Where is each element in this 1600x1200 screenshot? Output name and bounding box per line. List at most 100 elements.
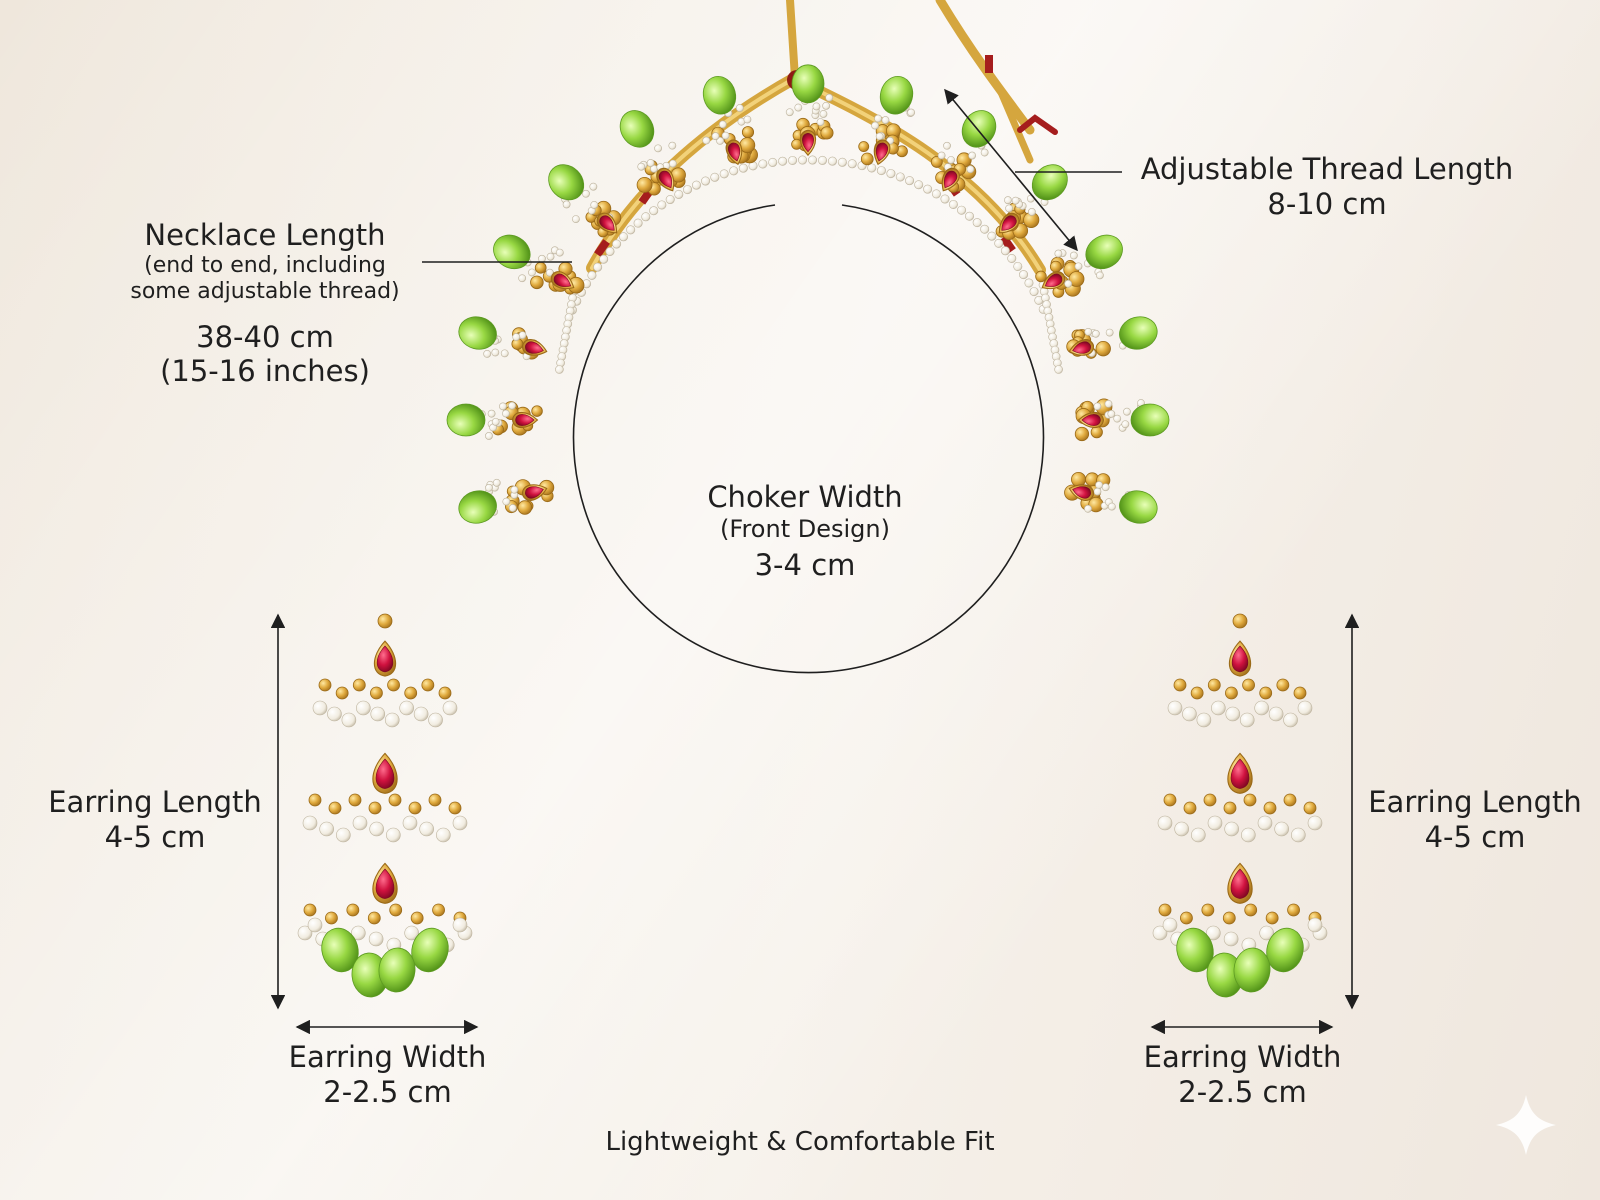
pearl-bead: [669, 142, 676, 149]
gold-filigree: [422, 679, 434, 691]
pearl-bead: [1291, 828, 1305, 842]
pearl-bead: [908, 109, 915, 116]
gold-filigree: [1164, 794, 1176, 806]
pearl-bead: [965, 212, 973, 220]
pearl-bead: [711, 173, 719, 181]
pearl-bead: [1175, 822, 1189, 836]
pearl-bead: [320, 822, 334, 836]
pearl-bead: [528, 269, 535, 276]
pearl-bead: [1106, 329, 1113, 336]
gold-filigree: [347, 904, 359, 916]
gold-filigree: [821, 127, 833, 139]
gold-filigree: [1294, 687, 1306, 699]
pearl-bead: [1004, 197, 1011, 204]
pearl-bead: [798, 156, 806, 164]
pearl-bead: [720, 170, 728, 178]
gold-filigree: [1233, 614, 1247, 628]
peridot-bead: [614, 104, 661, 153]
pearl-bead: [403, 816, 417, 830]
earring-width-label-left: Earring Width 2-2.5 cm: [270, 1040, 505, 1110]
gold-filigree: [429, 794, 441, 806]
pearl-bead: [650, 207, 658, 215]
pearl-bead: [1012, 197, 1019, 204]
pearl-bead: [1182, 707, 1196, 721]
pearl-bead: [666, 195, 674, 203]
gold-filigree: [518, 501, 532, 515]
peridot-bead: [455, 487, 500, 528]
pearl-bead: [313, 701, 327, 715]
pearl-bead: [353, 816, 367, 830]
pearl-bead: [493, 479, 500, 486]
ruby-setting: [374, 641, 395, 676]
gold-filigree: [1288, 904, 1300, 916]
pearl-bead: [619, 233, 627, 241]
pearl-bead: [1030, 287, 1038, 295]
pearl-bead: [1211, 701, 1225, 715]
peridot-bead: [1116, 487, 1161, 528]
pearl-bead: [947, 156, 954, 163]
necklace-length-note-1: (end to end, including: [100, 253, 430, 279]
pearl-bead: [828, 157, 836, 165]
earring-length-title-left: Earring Length: [40, 785, 270, 820]
pearl-bead: [563, 201, 570, 208]
peridot-bead: [1080, 229, 1129, 276]
pearl-bead: [1025, 279, 1033, 287]
pearl-bead: [1102, 484, 1109, 491]
gold-filigree: [1284, 794, 1296, 806]
gold-filigree: [1174, 679, 1186, 691]
choker-circle: [574, 205, 1044, 673]
pearl-bead: [1269, 707, 1283, 721]
pearl-bead: [778, 157, 786, 165]
gold-filigree: [1036, 271, 1047, 282]
gold-filigree: [433, 904, 445, 916]
pearl-bead: [590, 183, 597, 190]
peridot-bead: [455, 313, 500, 354]
pearl-bead: [503, 498, 510, 505]
pearl-bead: [1065, 280, 1072, 287]
pearl-bead: [638, 163, 645, 170]
gold-filigree: [378, 614, 392, 628]
pearl-bead: [1094, 403, 1101, 410]
pearl-bead: [995, 239, 1003, 247]
pearl-bead: [1084, 505, 1091, 512]
gold-filigree: [325, 912, 337, 924]
pearl-bead: [943, 142, 950, 149]
gold-filigree: [1191, 687, 1203, 699]
pearl-bead: [502, 410, 509, 417]
pearl-bead: [915, 181, 923, 189]
pearl-bead: [1163, 918, 1177, 932]
pearl-bead: [692, 181, 700, 189]
pearl-bead: [1114, 415, 1121, 422]
pearl-bead: [938, 152, 945, 159]
pearl-bead: [1095, 481, 1102, 488]
ruby-setting: [1228, 753, 1252, 793]
choker-width-title: Choker Width: [660, 480, 950, 515]
necklace-length-label: Necklace Length (end to end, including s…: [100, 218, 430, 389]
pearl-bead: [1019, 270, 1027, 278]
gold-filigree: [370, 687, 382, 699]
ruby-setting: [1228, 863, 1252, 903]
choker-width-label: Choker Width (Front Design) 3-4 cm: [660, 480, 950, 582]
gold-filigree: [1224, 802, 1236, 814]
pearl-bead: [896, 173, 904, 181]
necklace-length-note-2: some adjustable thread): [100, 279, 430, 305]
thread-length-value: 8-10 cm: [1122, 187, 1532, 222]
pearl-bead: [1096, 272, 1103, 279]
pearl-bead: [308, 918, 322, 932]
pearl-bead: [882, 116, 889, 123]
pearl-bead: [591, 201, 598, 208]
pearl-bead: [1108, 410, 1115, 417]
gold-filigree: [861, 153, 873, 165]
gold-filigree: [1159, 904, 1171, 916]
pearl-bead: [949, 200, 957, 208]
pearl-bead: [669, 160, 676, 167]
necklace-front: [447, 65, 1169, 528]
pearl-bead: [730, 167, 738, 175]
pearl-bead: [593, 263, 601, 271]
earring-width-value-right: 2-2.5 cm: [1125, 1075, 1360, 1110]
pearl-bead: [1241, 828, 1255, 842]
pearl-bead: [369, 932, 383, 946]
pearl-bead: [501, 350, 508, 357]
gold-filigree: [1245, 904, 1257, 916]
gold-filigree: [449, 802, 461, 814]
